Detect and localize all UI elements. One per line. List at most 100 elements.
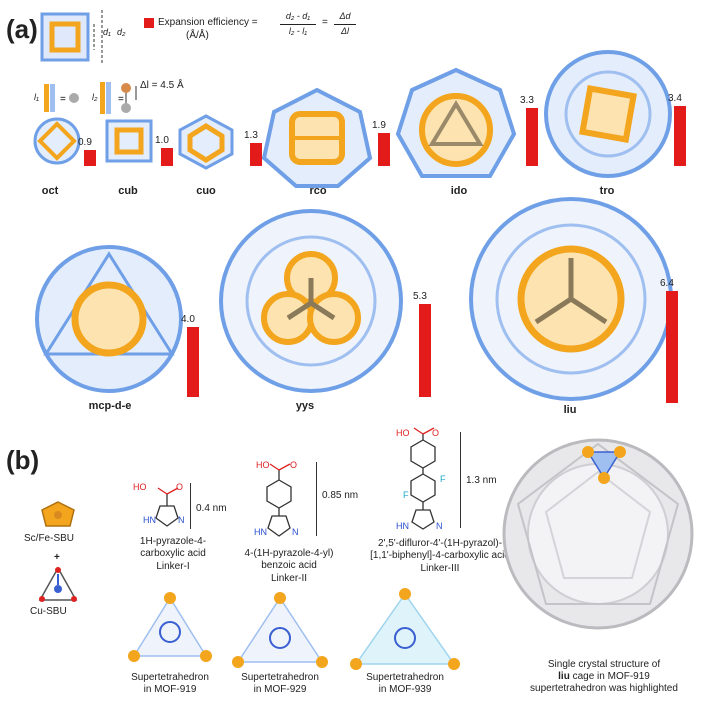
cage-tro-icon	[544, 50, 672, 178]
cage-ido-icon	[395, 67, 517, 178]
bar-value-mcp-d-e: 4.0	[181, 314, 195, 325]
crystal-caption-line1: Single crystal structure of	[547, 659, 661, 670]
legend-cube-icon	[40, 10, 103, 64]
legend-unit: (Å/Å)	[186, 30, 209, 41]
linker-iii-f1: F	[403, 490, 409, 500]
cage-liu-icon	[469, 197, 673, 401]
cage-mcp-d-e-icon	[35, 245, 183, 393]
cage-label-cuo: cuo	[196, 185, 216, 197]
supertetrahedron-mof-919-icon	[128, 592, 212, 662]
legend-d1: d₁	[103, 27, 111, 37]
linker-ii-n: N	[292, 527, 299, 537]
linker-iii-name1: 2',5'-difluror-4'-(1H-pyrazol)-	[377, 538, 503, 549]
cage-yys-icon	[219, 209, 403, 393]
bar-yys	[419, 304, 431, 397]
formula-num2: Δd	[339, 11, 351, 21]
linker-iii-structure	[410, 427, 436, 530]
crystal-caption-bold: liu	[558, 671, 570, 682]
super-919-line1: Supertetrahedron	[131, 672, 209, 683]
linker-iii-f2: F	[440, 474, 446, 484]
cage-oct-icon	[33, 117, 81, 165]
crystal-structure-image	[502, 438, 694, 630]
linker-iii-name2: [1,1'-biphenyl]-4-carboxylic acid	[370, 550, 510, 561]
super-929-line1: Supertetrahedron	[241, 672, 319, 683]
linker-ii-length-bar	[316, 462, 317, 536]
linker-ii-o: O	[290, 460, 298, 470]
linker-i-name2: carboxylic acid	[140, 548, 206, 559]
cage-label-cub: cub	[118, 185, 138, 197]
linker-i-length: 0.4 nm	[196, 503, 227, 514]
bar-tro	[674, 106, 686, 166]
linker-i-hn: HN	[143, 515, 156, 525]
plus-sign: +	[54, 552, 60, 563]
bar-cub	[161, 148, 173, 166]
sc-fe-sbu-label: Sc/Fe-SBU	[24, 533, 75, 544]
linker-i-structure	[155, 487, 179, 527]
super-939-line2: in MOF-939	[378, 684, 432, 695]
svg-text:=: =	[60, 94, 66, 105]
crystal-caption-rest: cage in MOF-919	[569, 671, 650, 682]
bar-value-oct: 0.9	[78, 137, 92, 148]
linker-iii-hn: HN	[396, 521, 409, 531]
formula-bar1	[280, 24, 316, 25]
linker-ii-hn: HN	[254, 527, 267, 537]
formula-den1: l₂ - l₁	[288, 26, 308, 36]
super-939-line1: Supertetrahedron	[366, 672, 444, 683]
legend-text: Expansion efficiency =	[158, 17, 258, 28]
linker-ii-length: 0.85 nm	[322, 490, 359, 501]
crystal-caption-line3: supertetrahedron was highlighted	[530, 683, 678, 694]
cage-label-ido: ido	[450, 185, 468, 197]
legend-swatch	[144, 18, 154, 28]
supertetrahedron-mof-929-icon	[232, 592, 328, 668]
super-919-line2: in MOF-919	[143, 684, 197, 695]
linker-i-n: N	[178, 515, 185, 525]
linker-i-name1: 1H-pyrazole-4-	[139, 536, 207, 547]
linker-ii-name2: benzoic acid	[261, 560, 317, 571]
cage-label-tro: tro	[599, 185, 615, 197]
legend-linker-icon: = =	[44, 82, 137, 114]
bar-mcp-d-e	[187, 327, 199, 397]
svg-text:=: =	[118, 94, 124, 105]
legend-l1: l₁	[34, 92, 39, 102]
cage-label-rco: rco	[309, 185, 327, 197]
bar-ido	[526, 108, 538, 166]
linker-iii-o: O	[432, 428, 440, 438]
bar-value-yys: 5.3	[413, 291, 427, 302]
linker-ii-structure	[266, 463, 292, 537]
linker-i-length-bar	[190, 483, 191, 529]
linker-i-o: O	[176, 482, 184, 492]
linker-i-tag: Linker-I	[156, 561, 190, 572]
formula-eq: =	[322, 17, 328, 28]
cage-rco-icon	[261, 87, 373, 188]
formula-bar2	[334, 24, 356, 25]
legend-d2: d₂	[117, 27, 126, 37]
cage-label-liu: liu	[563, 404, 577, 416]
crystal-caption-line2: liu cage in MOF-919	[514, 671, 694, 683]
linker-iii-length: 1.3 nm	[466, 475, 497, 486]
bar-cuo	[250, 143, 262, 166]
bar-rco	[378, 133, 390, 166]
formula-num1: d₂ - d₁	[285, 11, 311, 21]
linker-i-ho: HO	[133, 482, 147, 492]
cage-label-yys: yys	[295, 400, 315, 412]
supertetrahedron-mof-939-icon	[350, 588, 460, 670]
linker-iii-n: N	[436, 521, 443, 531]
bar-value-ido: 3.3	[520, 95, 534, 106]
bar-value-liu: 6.4	[660, 278, 674, 289]
bar-oct	[84, 150, 96, 166]
bar-value-rco: 1.9	[372, 120, 386, 131]
bar-value-tro: 3.4	[668, 93, 682, 104]
legend-delta-l: Δl = 4.5 Å	[140, 80, 184, 91]
cu-sbu-label: Cu-SBU	[30, 606, 67, 617]
legend-l2: l₂	[92, 92, 98, 102]
panel-b-label: (b)	[6, 445, 40, 475]
linker-iii-tag: Linker-III	[420, 563, 460, 574]
bar-value-cub: 1.0	[155, 135, 169, 146]
sc-fe-sbu-icon	[41, 501, 75, 527]
bar-value-cuo: 1.3	[244, 130, 258, 141]
cu-sbu-icon	[38, 566, 78, 602]
panel-a-label: (a)	[6, 14, 38, 44]
linker-ii-ho: HO	[256, 460, 270, 470]
linker-ii-name1: 4-(1H-pyrazole-4-yl)	[244, 548, 334, 559]
cage-cuo-icon	[178, 114, 234, 170]
